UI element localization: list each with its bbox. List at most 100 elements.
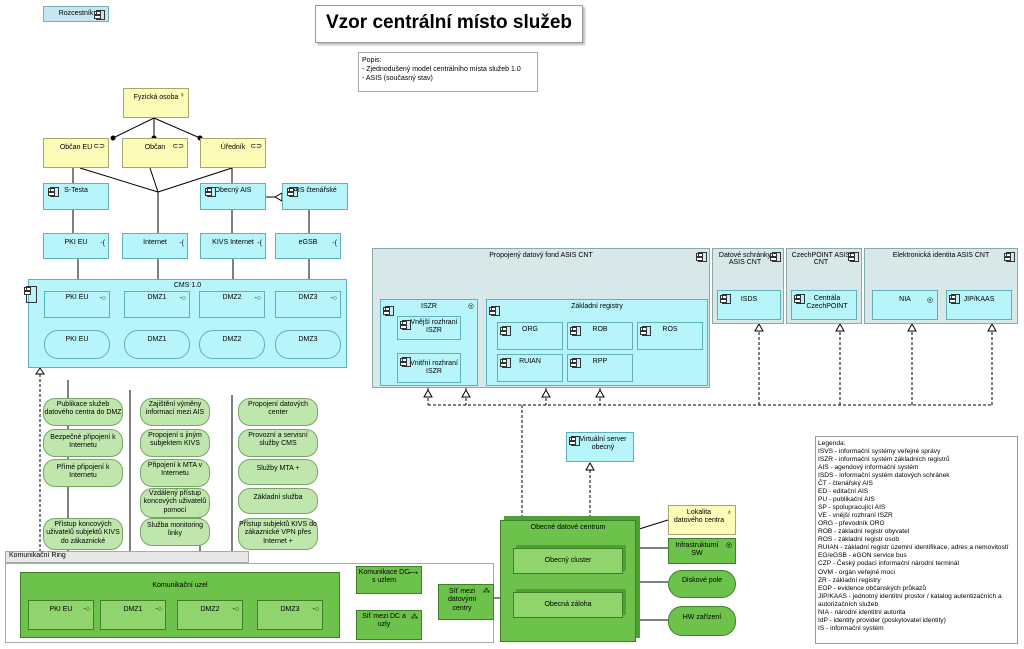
actor-fyzicka-osoba[interactable]: Fyzická osoba ♀	[123, 88, 189, 118]
eid-jip[interactable]: JIP/KAAS	[946, 290, 1012, 320]
service-label: Služby MTA +	[256, 465, 300, 472]
cms-service-dmz1[interactable]: DMZ1	[124, 330, 190, 359]
service-label: Přístup koncových uživatelů subjektů KIV…	[46, 521, 120, 545]
cms-component-dmz1[interactable]: DMZ1-○	[124, 291, 190, 318]
registry-org[interactable]: ORG	[497, 322, 563, 350]
czechpoint-centrala[interactable]: Centrála CzechPOINT	[791, 290, 857, 320]
cms-component-dmz2[interactable]: DMZ2-○	[199, 291, 265, 318]
app-obecny-ais[interactable]: Obecný AIS	[200, 183, 266, 210]
virtual-server[interactable]: Virtuální server obecný	[566, 432, 634, 462]
service-label: DMZ2	[222, 336, 242, 343]
iszr-inner[interactable]: Vnitřní rozhraní ISZR	[397, 353, 461, 383]
service-pristup-kivs[interactable]: Přístup koncových uživatelů subjektů KIV…	[43, 518, 123, 550]
eid-label: NIA	[899, 296, 911, 303]
service-zakladni[interactable]: Základní služba	[238, 488, 318, 514]
dc-zaloha[interactable]: Obecná záloha	[513, 592, 623, 618]
role-label: Úředník	[220, 144, 246, 151]
actor-label: Fyzická osoba	[133, 94, 179, 101]
app-ais-ctenarske[interactable]: AIS čtenářské	[282, 183, 348, 210]
ring-component-dmz1[interactable]: DMZ1-○	[100, 600, 166, 630]
component-icon	[770, 252, 781, 262]
role-obcan[interactable]: Občan⊂⊃	[122, 138, 188, 168]
legend-item: ISZR - informační systém základních regi…	[818, 456, 950, 464]
component-icon	[94, 10, 105, 20]
cms-component-pki-eu[interactable]: PKI EU-○	[44, 291, 110, 318]
legend-item: SP - spolupracující AIS	[818, 504, 886, 512]
service-mta-plus[interactable]: Služby MTA +	[238, 459, 318, 485]
interface-kivs-internet[interactable]: KIVS Internet-(	[200, 233, 266, 259]
bidirectional-icon: ⟷	[407, 570, 418, 577]
service-zajisteni[interactable]: Zajištění výměny informací mezi AIS	[140, 398, 210, 426]
registry-ruian[interactable]: RUIAN	[497, 354, 563, 382]
eid-label: JIP/KAAS	[963, 296, 995, 303]
legend-items: ISVS - informační systémy veřejné správy…	[818, 448, 1015, 633]
cms-title: CMS 1.0	[173, 282, 202, 289]
iszr-outer[interactable]: Vnější rozhraní ISZR	[397, 316, 461, 340]
service-mta[interactable]: Připojení k MTA v Internetu	[140, 459, 210, 487]
cms-component-dmz3[interactable]: DMZ3-○	[275, 291, 341, 318]
legend-item: VE - vnější rozhraní ISZR	[818, 512, 893, 520]
role-icon: ⊂⊃	[93, 143, 105, 150]
nav-button[interactable]: Rozcestník	[43, 6, 109, 22]
registry-rob[interactable]: ROB	[567, 322, 633, 350]
interface-internet[interactable]: Internet-(	[122, 233, 188, 259]
service-label: Publikace služeb datového centra do DMZ	[44, 401, 122, 417]
component-icon	[24, 286, 37, 303]
ring-component-pki-eu[interactable]: PKI EU-○	[28, 600, 94, 630]
cms-service-pki-eu[interactable]: PKI EU	[44, 330, 110, 359]
interface-label: eGSB	[298, 239, 318, 246]
diskove-pole[interactable]: Diskové pole	[668, 570, 736, 598]
interface-pki-eu[interactable]: PKI EU-(	[43, 233, 109, 259]
zaloha-label: Obecná záloha	[544, 601, 592, 608]
service-label: Vzdálený přístup koncových uživatelů pom…	[143, 490, 207, 514]
service-prime[interactable]: Přímé připojení k Internetu	[43, 459, 123, 487]
komunikace-label: Komunikace DC s uzlem	[358, 569, 410, 585]
lokalita[interactable]: Lokalita datového centra♁	[668, 505, 736, 535]
component-icon	[48, 187, 59, 197]
dc-cluster[interactable]: Obecný cluster	[513, 548, 623, 574]
ds-isds[interactable]: ISDS	[717, 290, 781, 320]
service-propojeni-kivs[interactable]: Propojení s jiným subjektem KIVS	[140, 429, 210, 457]
role-obcan-eu[interactable]: Občan EU⊂⊃	[43, 138, 109, 168]
legend-item: EG/eGSB - eGON service bus	[818, 552, 907, 560]
service-pristup-vpn[interactable]: Přístup subjektů KIVS do zákaznické VPN …	[238, 518, 318, 550]
service-label: Přímé připojení k Internetu	[56, 464, 110, 480]
infrastrukturni-sw[interactable]: Infrastrukturní SW◎	[668, 538, 736, 564]
service-label: Bezpečné připojení k Internetu	[50, 434, 116, 450]
service-propojeni-dc[interactable]: Propojení datových center	[238, 398, 318, 426]
service-label: Zajištění výměny informací mezi AIS	[145, 401, 205, 417]
role-icon: ⊂⊃	[250, 143, 262, 150]
interface-icon: -○	[254, 295, 261, 302]
registry-label: RUIAN	[519, 358, 541, 365]
component-icon	[720, 294, 731, 304]
service-publikace[interactable]: Publikace služeb datového centra do DMZ	[43, 398, 123, 426]
legend-item: CZP - Český podací informační národní te…	[818, 560, 959, 568]
description-line: Popis:	[362, 57, 382, 64]
interface-icon: -○	[83, 606, 90, 613]
datacenter[interactable]: Obecné datové centrum	[500, 520, 636, 642]
registry-ros[interactable]: ROS	[637, 322, 703, 350]
sit-datova-centra[interactable]: Síť mezi datovými centry⁂	[438, 584, 494, 620]
hw-label: HW zařízení	[682, 614, 722, 621]
service-vzdaleny[interactable]: Vzdálený přístup koncových uživatelů pom…	[140, 488, 210, 518]
service-monitoring[interactable]: Služba monitoring linky	[140, 518, 210, 546]
component-icon	[640, 326, 651, 336]
cms-service-dmz2[interactable]: DMZ2	[199, 330, 265, 359]
cms-service-dmz3[interactable]: DMZ3	[275, 330, 341, 359]
komunikace-dc[interactable]: Komunikace DC s uzlem⟷	[356, 566, 422, 594]
service-bezpecne[interactable]: Bezpečné připojení k Internetu	[43, 429, 123, 457]
ring-component-dmz3[interactable]: DMZ3-○	[257, 600, 323, 630]
ring-component-dmz2[interactable]: DMZ2-○	[177, 600, 243, 630]
interface-egsb[interactable]: eGSB-(	[275, 233, 341, 259]
hw-zarizeni[interactable]: HW zařízení	[668, 606, 736, 636]
service-label: Služba monitoring linky	[146, 522, 204, 538]
service-provozni[interactable]: Provozní a servisní služby CMS	[238, 429, 318, 457]
role-urednik[interactable]: Úředník ⊂⊃	[200, 138, 266, 168]
sit-dc-uzly[interactable]: Síť mezi DC a uzly⁂	[356, 610, 422, 640]
registry-rpp[interactable]: RPP	[567, 354, 633, 382]
eid-nia[interactable]: NIA◎	[872, 290, 938, 320]
interface-icon: -○	[179, 295, 186, 302]
ring-tab[interactable]: Komunikační Ring	[5, 551, 249, 563]
datacenter-title: Obecné datové centrum	[530, 524, 606, 531]
app-s-testa[interactable]: S-Testa	[43, 183, 109, 210]
